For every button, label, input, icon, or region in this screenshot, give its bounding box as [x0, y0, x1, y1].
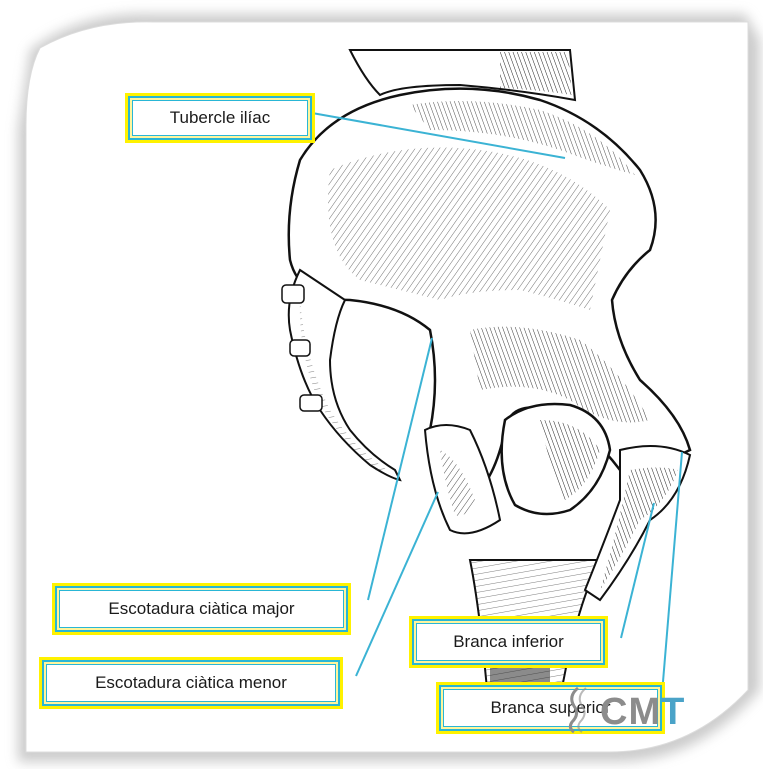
coccyx-segment — [282, 285, 304, 303]
label-tubercle-iliac: Tubercle ilíac — [128, 96, 312, 140]
coccyx-segment — [290, 340, 310, 356]
label-inferior-ramus: Branca inferior — [412, 619, 605, 665]
lumbar-vertebra-shade — [500, 52, 572, 95]
spine-logo-icon — [570, 688, 578, 732]
coccyx-segment — [300, 395, 322, 411]
label-greater-sciatic-notch: Escotadura ciàtica major — [55, 586, 348, 632]
label-lesser-sciatic-notch: Escotadura ciàtica menor — [42, 660, 340, 706]
cmt-logo: CMT — [560, 684, 745, 734]
logo-text: CMT — [600, 691, 685, 733]
